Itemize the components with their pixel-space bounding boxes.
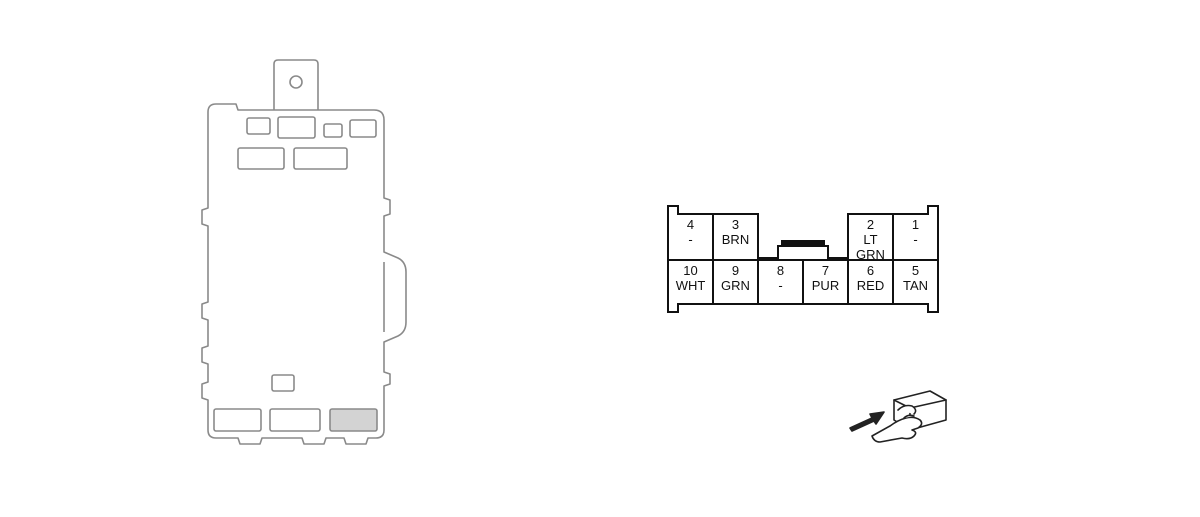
locking-tab bbox=[781, 240, 825, 246]
pin-number: 2 bbox=[867, 217, 874, 232]
socket bbox=[277, 116, 316, 139]
pin-number: 6 bbox=[867, 263, 874, 278]
pin-wire-color: TAN bbox=[903, 278, 928, 293]
pin-number: 9 bbox=[732, 263, 739, 278]
hand-pointing-to-connector-icon bbox=[849, 390, 947, 443]
pin-number: 5 bbox=[912, 263, 919, 278]
pin-wire-color: BRN bbox=[722, 232, 749, 247]
pin-number: 1 bbox=[912, 217, 919, 232]
socket bbox=[246, 117, 271, 135]
socket bbox=[213, 408, 262, 432]
pin-wire-color: LT bbox=[863, 232, 877, 247]
pin-wire-color: GRN bbox=[856, 247, 885, 262]
pin-number: 3 bbox=[732, 217, 739, 232]
pin-number: 8 bbox=[777, 263, 784, 278]
mounting-tab bbox=[273, 59, 319, 110]
connector-outline bbox=[667, 205, 939, 313]
socket bbox=[293, 147, 348, 170]
socket bbox=[271, 374, 295, 392]
module-drawing bbox=[201, 59, 407, 445]
socket bbox=[349, 119, 377, 138]
highlighted-socket bbox=[329, 408, 378, 432]
pin-wire-color: - bbox=[688, 232, 692, 247]
pin-wire-color: - bbox=[778, 278, 782, 293]
pin-wire-color: GRN bbox=[721, 278, 750, 293]
connector-face bbox=[667, 205, 939, 313]
mounting-hole bbox=[289, 75, 303, 89]
pin-wire-color: PUR bbox=[812, 278, 839, 293]
pin-wire-color: WHT bbox=[676, 278, 706, 293]
module-housing bbox=[201, 103, 407, 445]
pin-number: 10 bbox=[683, 263, 697, 278]
pin-wire-color: RED bbox=[857, 278, 884, 293]
pin-number: 4 bbox=[687, 217, 694, 232]
socket bbox=[237, 147, 285, 170]
socket bbox=[269, 408, 321, 432]
pin-number: 7 bbox=[822, 263, 829, 278]
pin-wire-color: - bbox=[913, 232, 917, 247]
socket bbox=[323, 123, 343, 138]
